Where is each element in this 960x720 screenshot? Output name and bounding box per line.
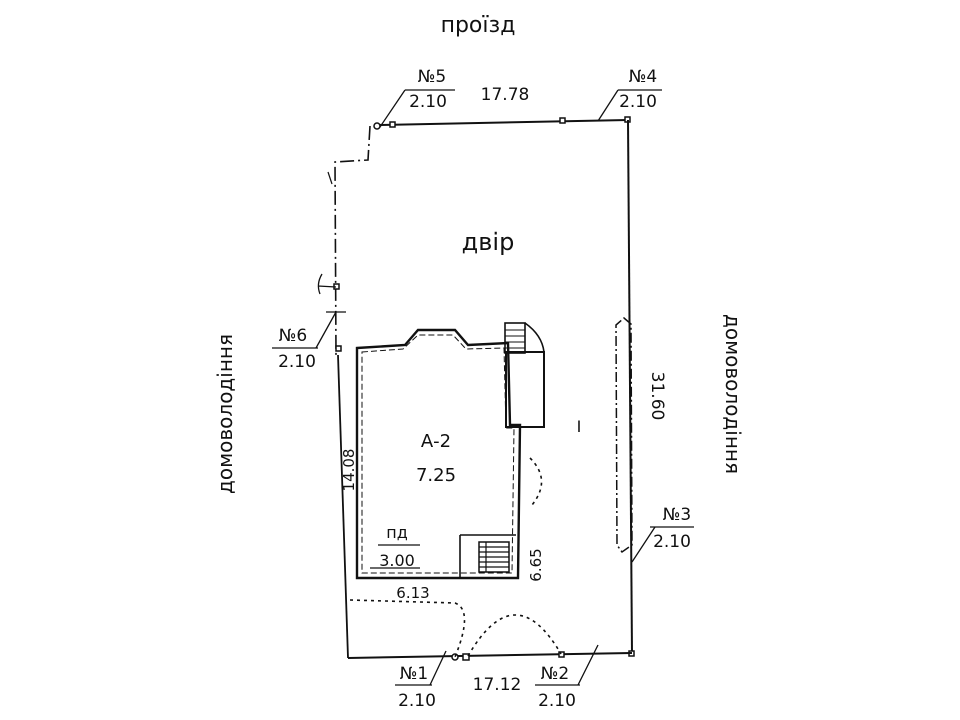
top-boundary — [373, 116, 631, 130]
misc-mark: I — [577, 417, 582, 436]
dimension-building-length: 14.08 — [340, 449, 358, 492]
dimension-top: 17.78 — [481, 85, 530, 105]
building-a2-outline — [355, 328, 522, 580]
building-height: 7.25 — [416, 465, 456, 486]
street-label: проїзд — [441, 13, 516, 38]
point-3-value: 2.10 — [653, 532, 691, 552]
point-4-label: №4 — [629, 67, 658, 87]
basement-height: 3.00 — [379, 551, 415, 570]
dimension-building-width: 6.13 — [396, 584, 429, 602]
point-6-label: №6 — [279, 326, 308, 346]
yard-label: двір — [462, 228, 515, 256]
tick-mark — [327, 171, 333, 185]
left-boundary — [317, 125, 371, 659]
point-2-value: 2.10 — [538, 691, 576, 711]
annex-outline — [504, 322, 545, 428]
point-6-value: 2.10 — [278, 352, 316, 372]
point-3: №3 2.10 — [653, 505, 691, 552]
door-arc-icon — [529, 457, 543, 506]
neighbor-left-label: домоволодіння — [213, 334, 237, 494]
basement-code: пд — [386, 523, 408, 542]
dimension-right: 31.60 — [647, 372, 667, 421]
neighbor-right-label: домоволодіння — [721, 314, 745, 474]
point-1-label: №1 — [400, 664, 429, 684]
point-leaders — [272, 89, 694, 686]
dimension-bottom: 17.12 — [473, 675, 522, 695]
right-boundary — [615, 119, 635, 657]
point-2-label: №2 — [541, 664, 570, 684]
point-6: №6 2.10 — [278, 326, 316, 372]
stairs-icon — [478, 541, 510, 573]
point-3-label: №3 — [663, 505, 692, 525]
dimension-building-depth: 6.65 — [527, 548, 545, 581]
point-5-label: №5 — [418, 67, 447, 87]
point-4-value: 2.10 — [619, 92, 657, 112]
gate-arcs — [349, 599, 562, 658]
point-1: №1 2.10 — [398, 664, 436, 711]
building-code: А-2 — [421, 431, 451, 452]
point-1-value: 2.10 — [398, 691, 436, 711]
drawing-sheet — [190, 0, 770, 720]
point-5-value: 2.10 — [409, 92, 447, 112]
bottom-boundary — [347, 651, 633, 661]
point-5: №5 2.10 — [409, 67, 447, 112]
point-2: №2 2.10 — [538, 664, 576, 711]
point-4: №4 2.10 — [619, 67, 657, 112]
